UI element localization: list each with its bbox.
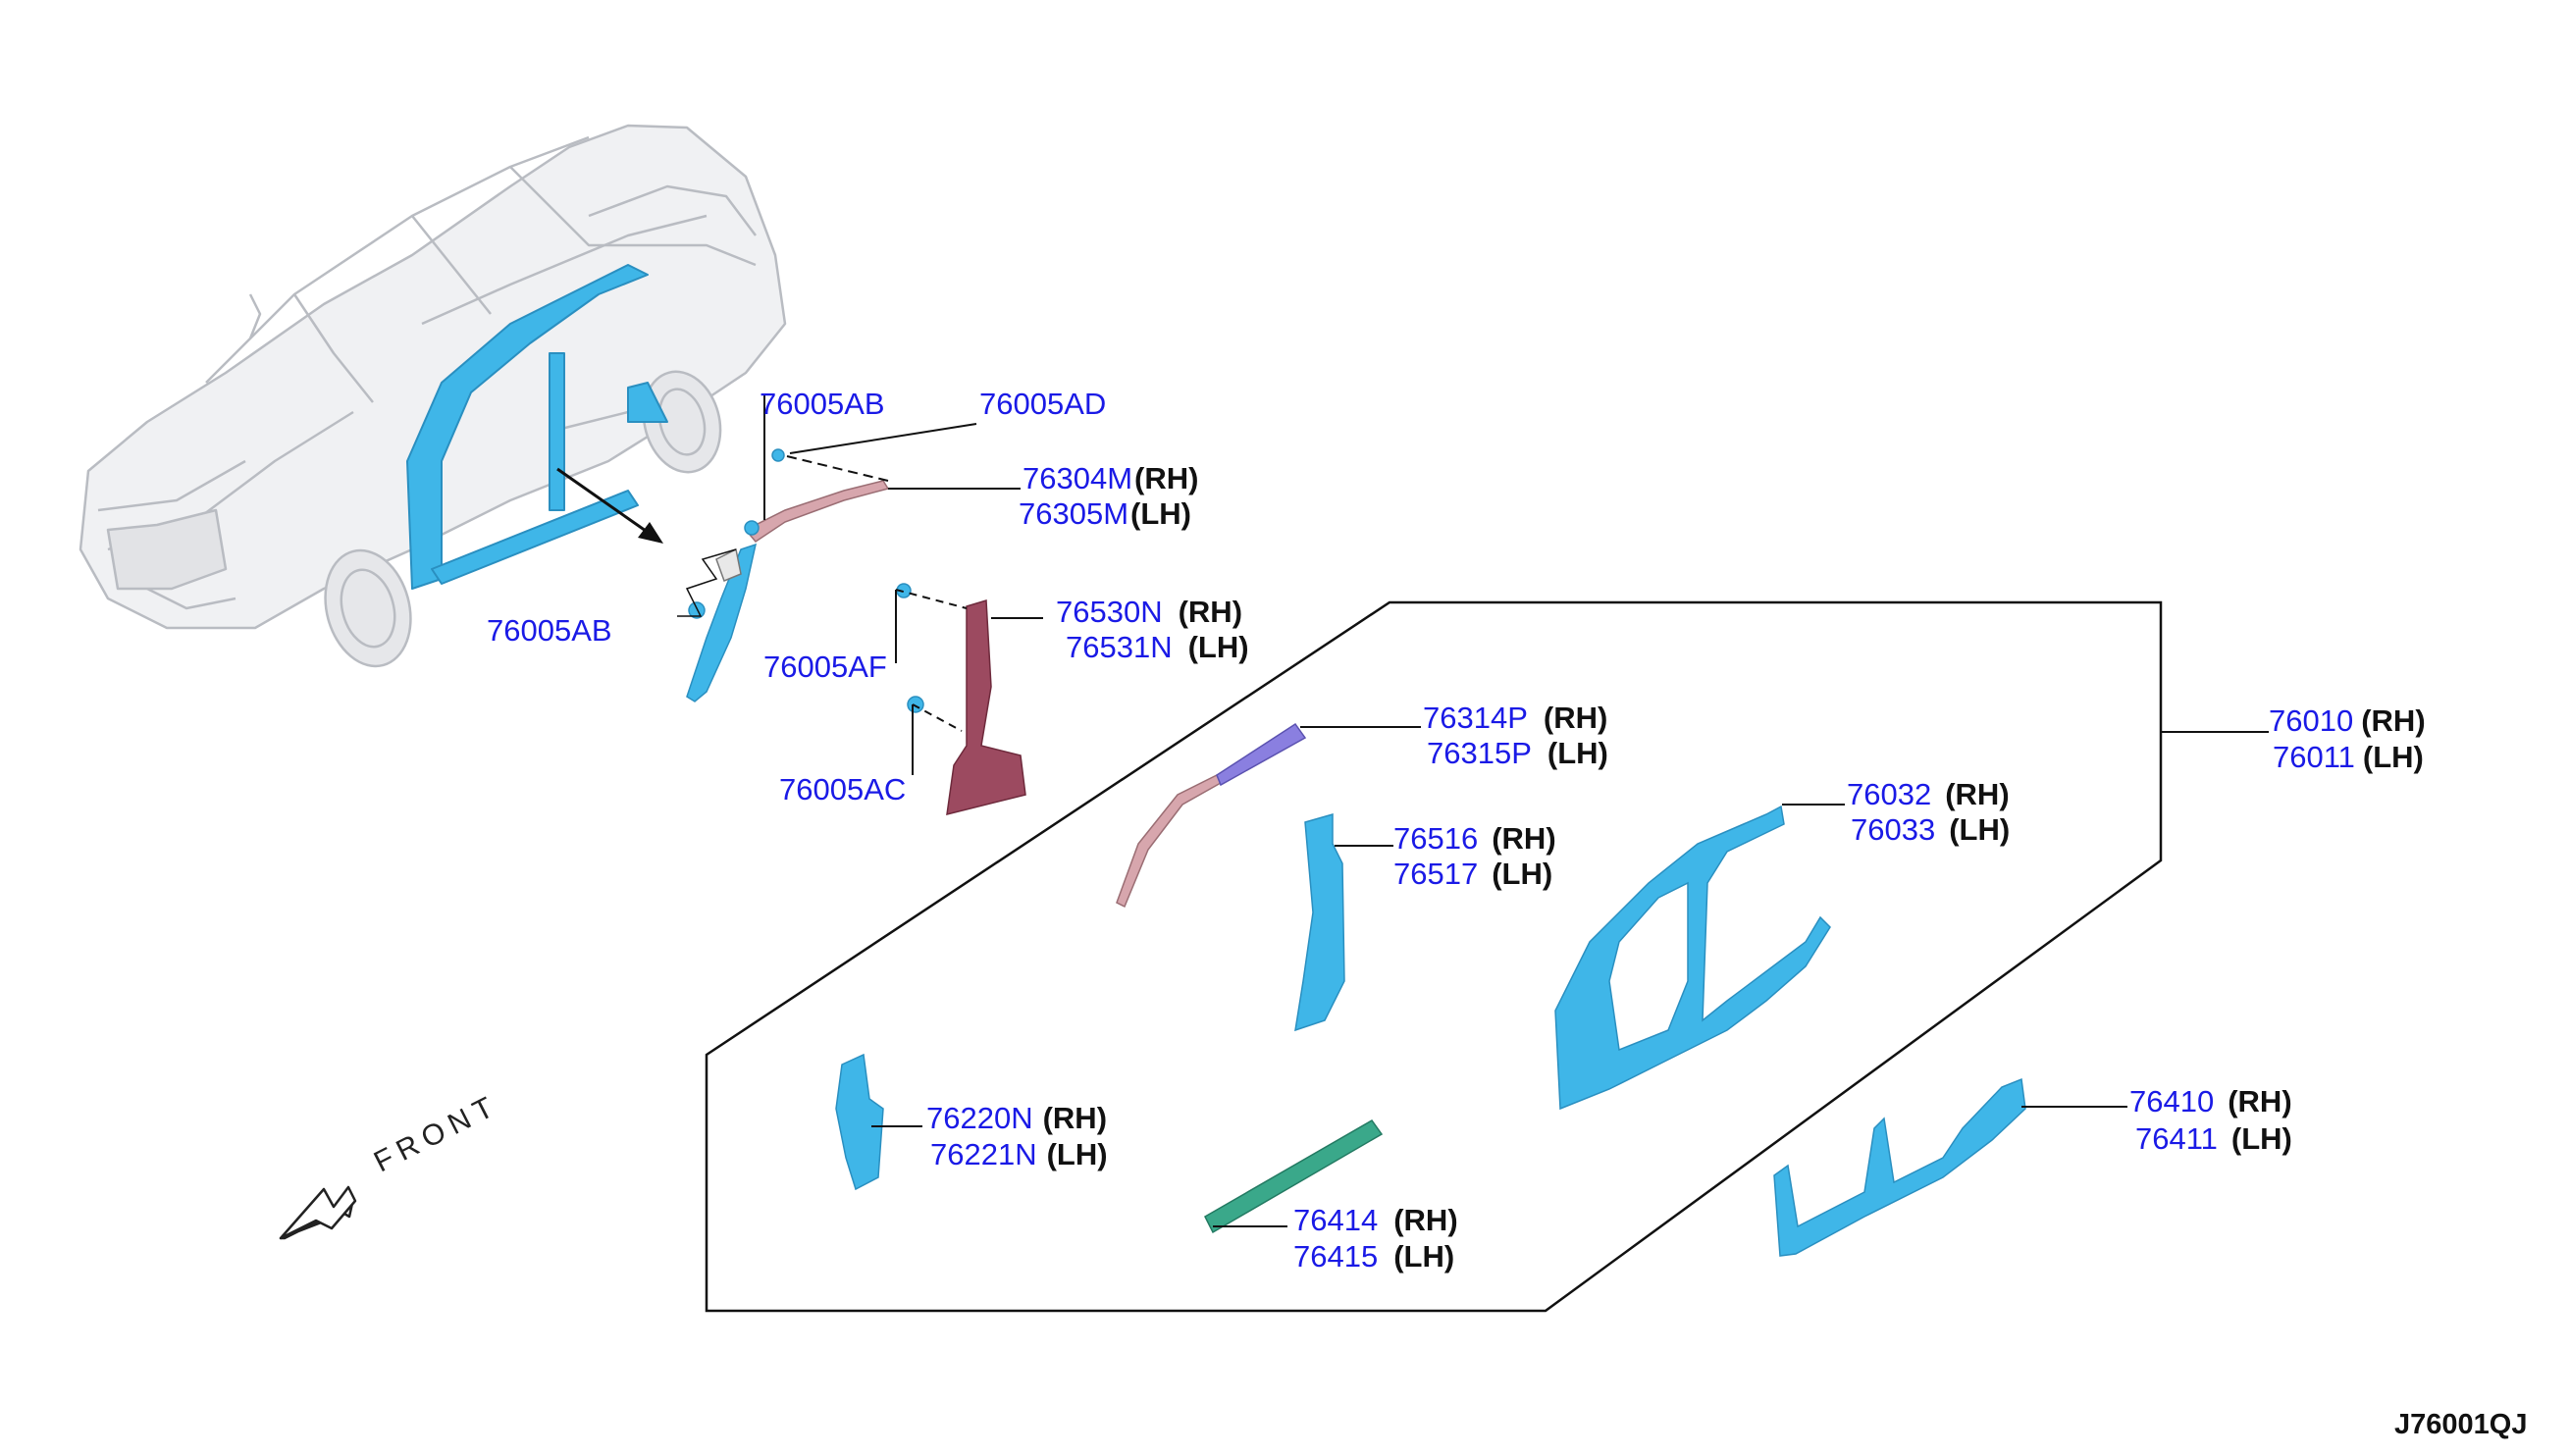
- side-label: (RH): [1543, 701, 1608, 735]
- part-number: 76033: [1851, 812, 1936, 847]
- front-pillar-lower-part: [835, 1053, 884, 1191]
- callout-76411: 76411 (LH): [2135, 1122, 2292, 1156]
- part-number: 76005AD: [979, 387, 1107, 421]
- bracket-part: [715, 547, 742, 582]
- callout-76410: 76410 (RH): [2129, 1085, 2292, 1118]
- part-number: 76005AF: [763, 650, 887, 684]
- callout-76305m: 76305M(LH): [1019, 497, 1191, 531]
- sill-outer-part: [1773, 1077, 2026, 1257]
- callout-76531n: 76531N (LH): [1066, 631, 1249, 664]
- leader-lines-upper: [677, 393, 1043, 775]
- side-label: (LH): [1393, 1239, 1455, 1274]
- side-label: (RH): [1492, 821, 1556, 856]
- vehicle-illustration: [79, 124, 787, 668]
- side-label: (LH): [2230, 1121, 2292, 1156]
- part-number: 76220N: [926, 1101, 1033, 1135]
- part-number: 76411: [2135, 1121, 2218, 1156]
- callout-76033: 76033 (LH): [1851, 813, 2010, 847]
- body-side-outer-part: [1554, 805, 1831, 1111]
- part-number: 76005AB: [487, 613, 612, 648]
- assembly-outline: [705, 600, 2163, 1313]
- roof-rail-part: [744, 480, 890, 543]
- side-label: (LH): [1130, 496, 1192, 531]
- part-number: 76314P: [1423, 701, 1528, 735]
- part-number: 76011: [2273, 740, 2355, 774]
- center-pillar-part: [946, 599, 1026, 815]
- callout-76415: 76415 (LH): [1293, 1240, 1454, 1274]
- side-label: (RH): [1134, 461, 1199, 495]
- clip-parts: [688, 448, 924, 713]
- diagram-code: J76001QJ: [2394, 1409, 2528, 1440]
- side-label: (LH): [1046, 1137, 1108, 1171]
- part-number: 76304M: [1023, 461, 1133, 495]
- side-label: (RH): [1178, 595, 1243, 629]
- side-label: (RH): [1393, 1203, 1458, 1237]
- sill-inner-part: [1204, 1119, 1384, 1234]
- detail-arrow: [556, 467, 663, 544]
- callout-76221n: 76221N (LH): [930, 1138, 1108, 1171]
- part-number: 76410: [2129, 1084, 2215, 1118]
- side-label: (RH): [1042, 1101, 1108, 1135]
- side-label: (RH): [2228, 1084, 2292, 1118]
- part-number: 76531N: [1066, 630, 1173, 664]
- callout-76005ab-left: 76005AB: [487, 614, 612, 648]
- callout-76530n: 76530N (RH): [1056, 596, 1242, 629]
- center-pillar-inner-part: [1294, 813, 1345, 1032]
- part-number: 76516: [1393, 821, 1479, 856]
- part-number: 76010: [2269, 703, 2354, 738]
- side-label: (LH): [1949, 812, 2011, 847]
- part-number: 76530N: [1056, 595, 1163, 629]
- upper-rail-reinforcement-part: [1216, 722, 1307, 787]
- side-label: (LH): [1492, 857, 1553, 891]
- callout-76304m: 76304M(RH): [1023, 462, 1198, 495]
- callout-76516: 76516 (RH): [1393, 822, 1556, 856]
- part-number: 76414: [1293, 1203, 1379, 1237]
- part-number: 76305M: [1019, 496, 1129, 531]
- side-label: (LH): [2362, 740, 2424, 774]
- callout-76517: 76517 (LH): [1393, 858, 1552, 891]
- side-label: (RH): [1945, 777, 2010, 811]
- callout-76005ac: 76005AC: [779, 773, 906, 806]
- callout-76005ad: 76005AD: [979, 388, 1106, 421]
- callout-76315p: 76315P (LH): [1427, 737, 1608, 770]
- front-pillar-part: [686, 543, 758, 702]
- callout-76032: 76032 (RH): [1847, 778, 2010, 811]
- callout-76005ab-top: 76005AB: [760, 388, 885, 421]
- callout-76314p: 76314P (RH): [1423, 702, 1607, 735]
- front-arrow-head-icon: [279, 1185, 357, 1240]
- callout-76220n: 76220N (RH): [926, 1102, 1107, 1135]
- side-label: (LH): [1187, 630, 1249, 664]
- part-number: 76517: [1393, 857, 1479, 891]
- part-number: 76415: [1293, 1239, 1379, 1274]
- part-number: 76315P: [1427, 736, 1532, 770]
- side-label: (RH): [2361, 703, 2426, 738]
- part-number: 76005AC: [779, 772, 907, 806]
- part-number: 76032: [1847, 777, 1932, 811]
- upper-rail-part: [1116, 773, 1222, 909]
- callout-76005af: 76005AF: [763, 650, 887, 684]
- callout-76414: 76414 (RH): [1293, 1204, 1458, 1237]
- side-label: (LH): [1547, 736, 1608, 770]
- callout-76011: 76011(LH): [2273, 741, 2424, 774]
- part-number: 76005AB: [760, 387, 885, 421]
- callout-76010: 76010(RH): [2269, 704, 2426, 738]
- part-number: 76221N: [930, 1137, 1037, 1171]
